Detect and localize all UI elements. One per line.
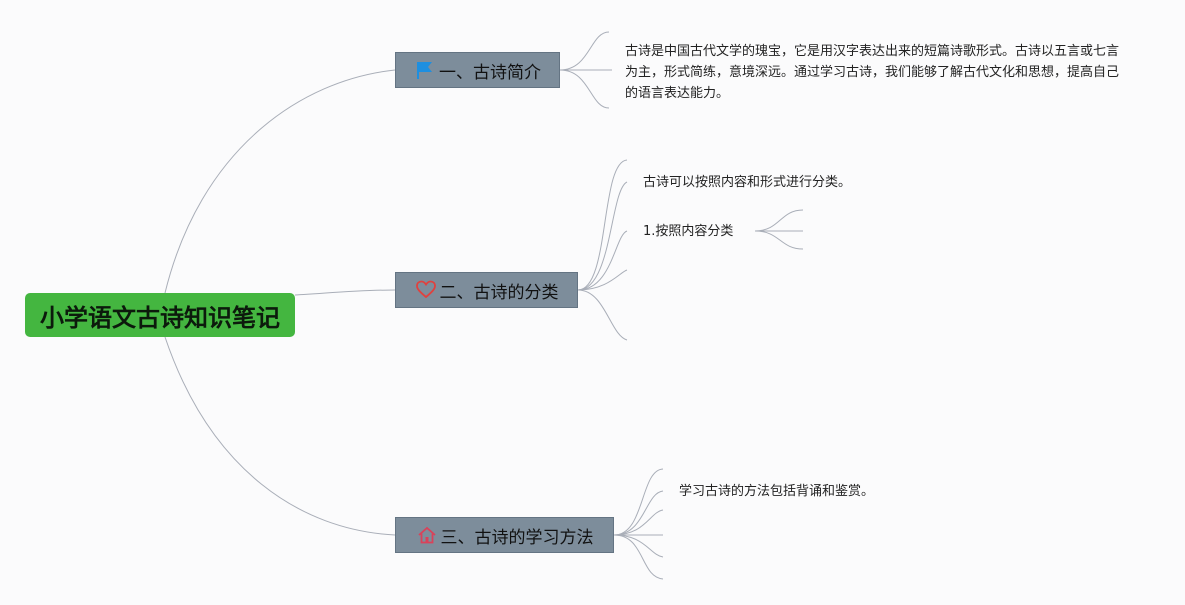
branch-topic-intro[interactable]: 一、古诗简介 xyxy=(395,52,560,88)
branch-topic-label: 一、古诗简介 xyxy=(439,62,541,83)
connector-branch2-fan xyxy=(577,159,628,291)
connector-branch1-leaf xyxy=(559,31,610,71)
branch-topic-classification[interactable]: 二、古诗的分类 xyxy=(395,272,578,308)
leaf-topic-content-classification[interactable]: 1.按照内容分类 xyxy=(643,224,734,239)
connector-root-branch2 xyxy=(294,289,396,296)
connector-root-branch1 xyxy=(164,69,396,294)
root-topic-label: 小学语文古诗知识笔记 xyxy=(40,303,280,332)
leaf-topic-methods-text[interactable]: 学习古诗的方法包括背诵和鉴赏。 xyxy=(679,484,875,499)
leaf-topic-classification-text[interactable]: 古诗可以按照内容和形式进行分类。 xyxy=(643,175,852,190)
flag-icon xyxy=(414,60,436,80)
heart-icon xyxy=(415,280,437,300)
connector-branch3-fan xyxy=(613,468,664,536)
root-topic[interactable]: 小学语文古诗知识笔记 xyxy=(25,293,295,337)
home-icon xyxy=(416,525,438,545)
branch-topic-methods[interactable]: 三、古诗的学习方法 xyxy=(395,517,614,553)
leaf-topic-intro-text[interactable]: 古诗是中国古代文学的瑰宝，它是用汉字表达出来的短篇诗歌形式。古诗以五言或七言为主… xyxy=(625,44,1120,101)
branch-topic-label: 二、古诗的分类 xyxy=(439,282,559,303)
connector-root-branch3 xyxy=(164,336,396,536)
branch-topic-label: 三、古诗的学习方法 xyxy=(440,527,594,548)
connector-sub-fan xyxy=(754,209,804,232)
